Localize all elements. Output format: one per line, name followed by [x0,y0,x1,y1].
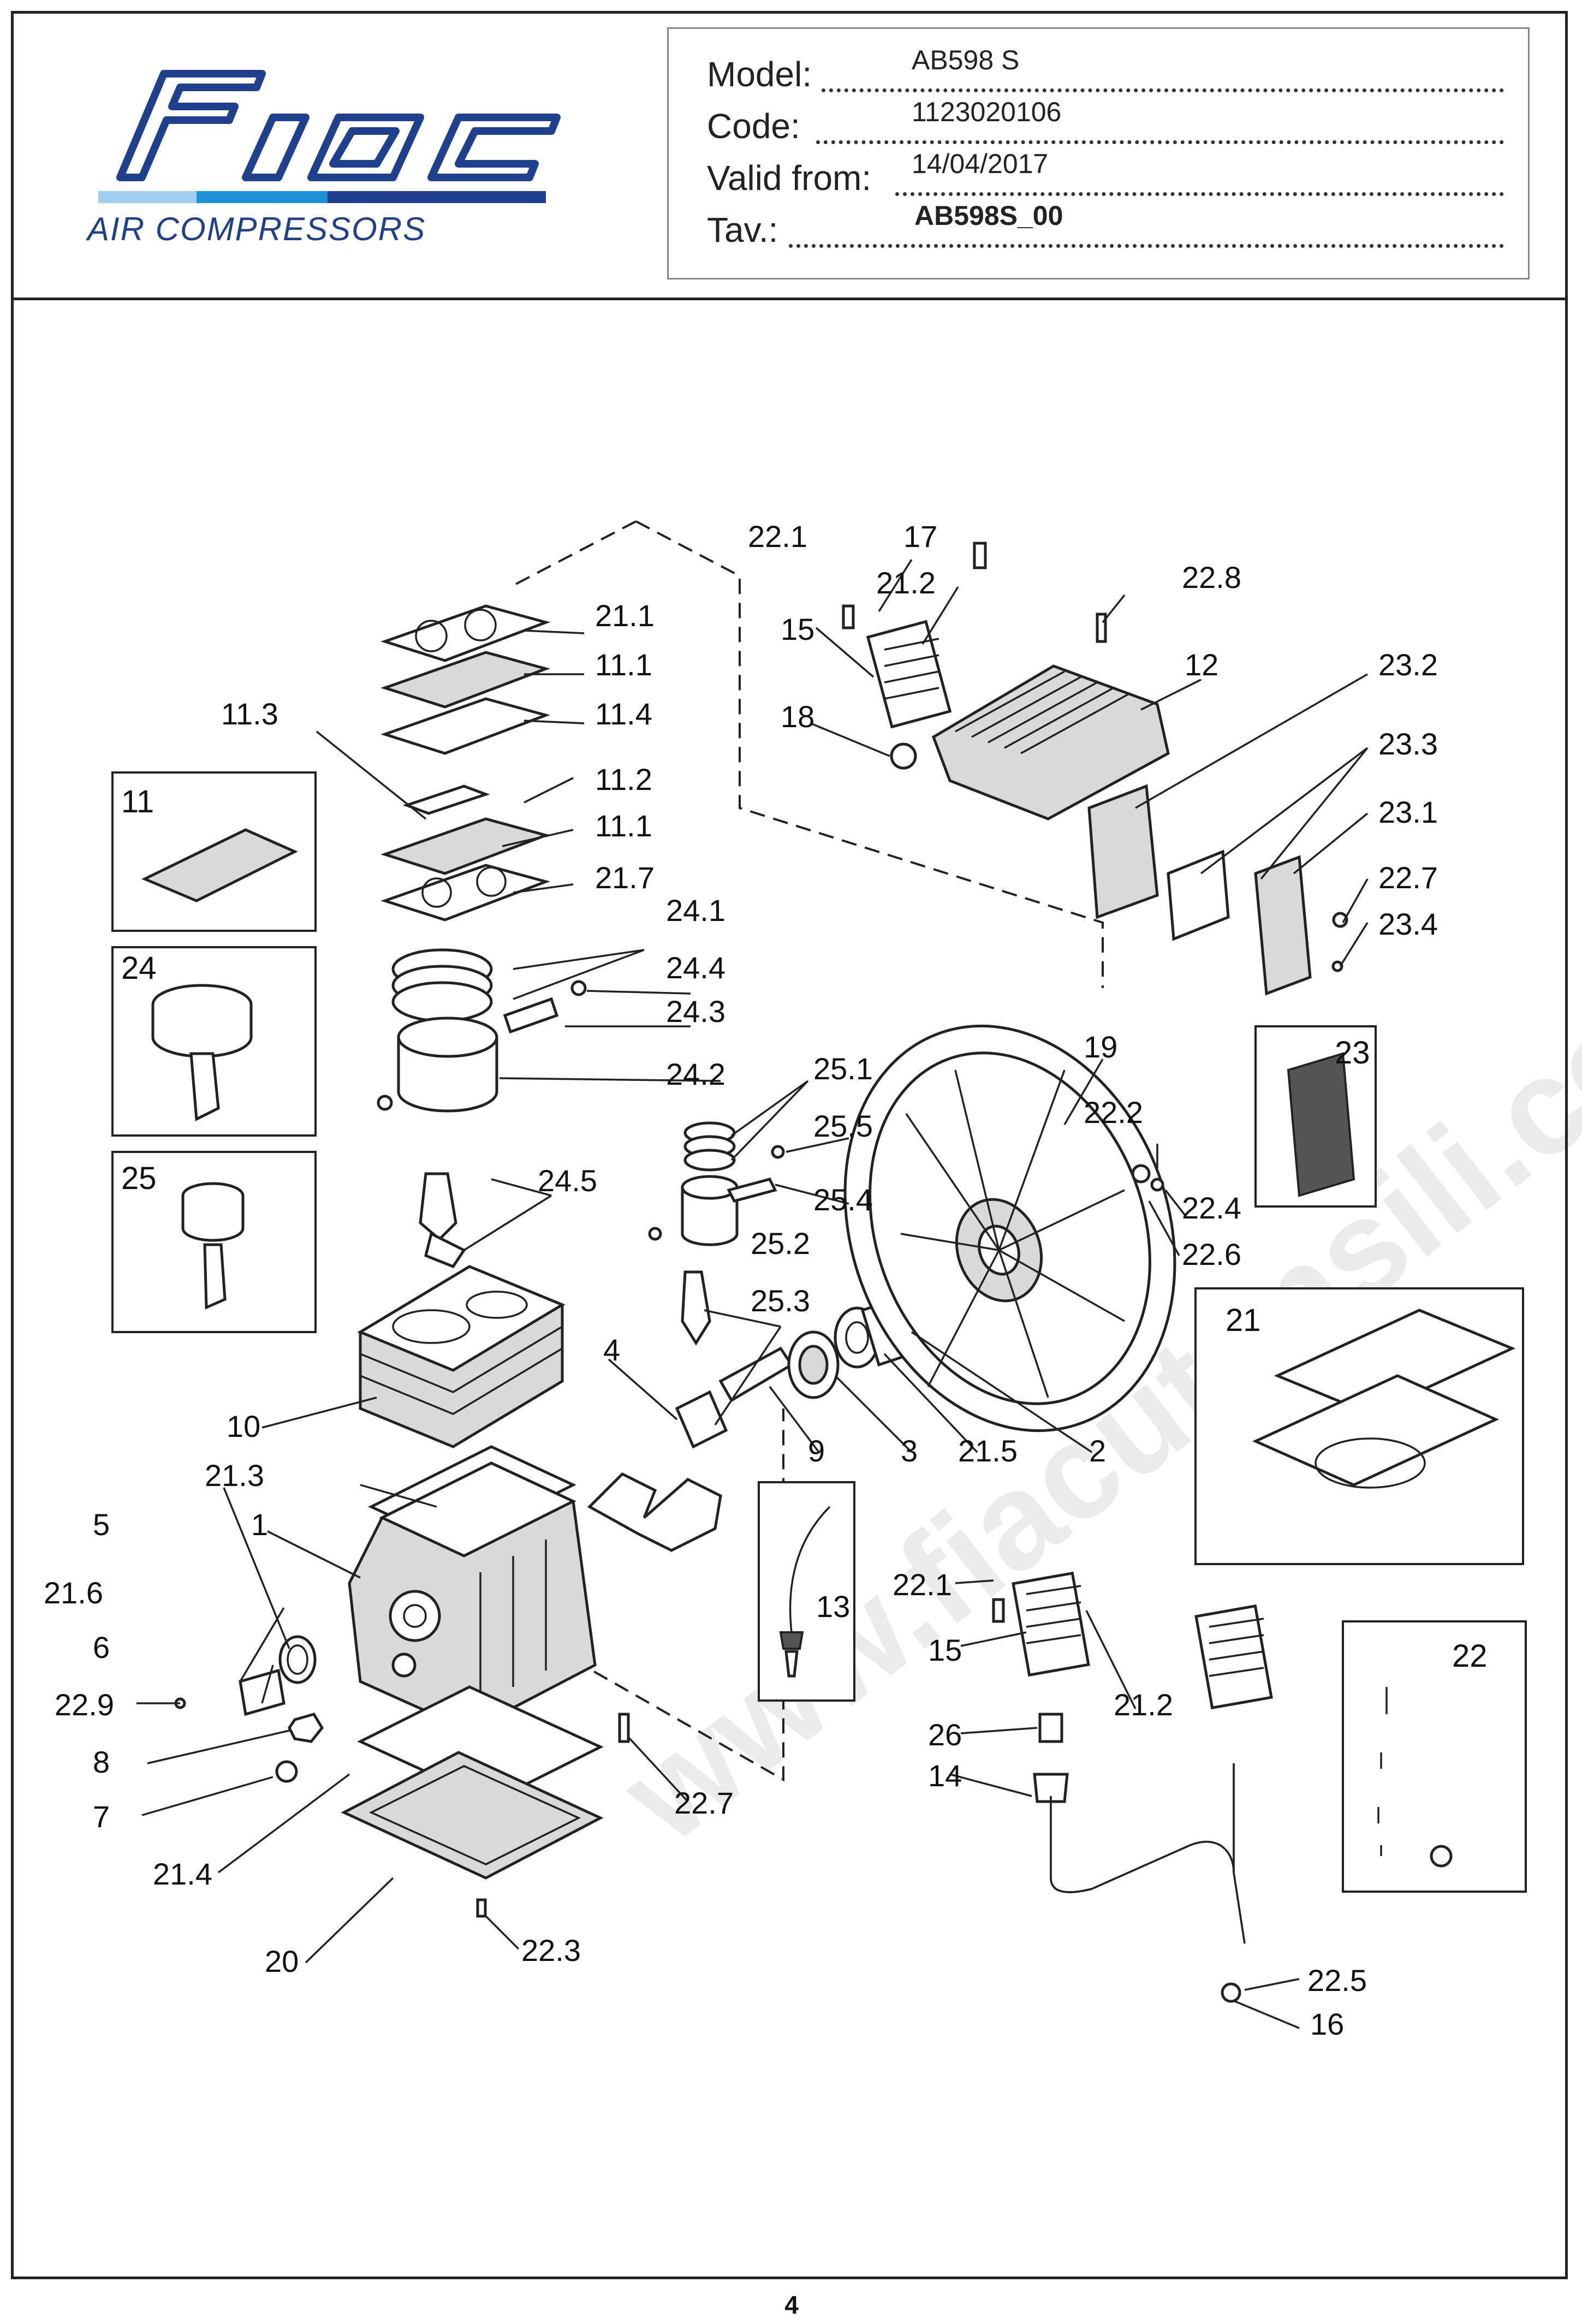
callout-19: 19 [1084,1030,1118,1064]
model-label: Model: [707,55,812,94]
valid-from-label: Valid from: [707,158,872,198]
document-info-box: Model: AB598 S Code: 1123020106 Valid fr… [667,27,1530,280]
callout-15-top: 15 [781,612,815,646]
callout-16: 16 [1310,2007,1345,2041]
callout-18: 18 [781,699,815,734]
callout-22-9: 22.9 [55,1687,114,1722]
page-frame [11,11,1568,2279]
callout-23-2: 23.2 [1378,647,1438,682]
callout-25-4: 25.4 [813,1182,873,1217]
valid-from-dots [895,192,1504,196]
callout-23-4: 23.4 [1378,907,1438,941]
callout-26: 26 [928,1717,962,1752]
callout-5: 5 [93,1507,110,1542]
tav-row: Tav.: AB598S_00 [707,200,1504,255]
callout-11-3: 11.3 [221,697,278,731]
callout-22-2: 22.2 [1084,1095,1143,1130]
callout-21-2-bottom: 21.2 [1114,1687,1173,1722]
model-value: AB598 S [912,45,1020,75]
callout-21-2-top: 21.2 [876,566,936,600]
callout-11-1-top: 11.1 [595,647,652,682]
callout-25-5: 25.5 [813,1109,873,1143]
callout-22-1-bottom: 22.1 [893,1567,952,1602]
model-row: Model: AB598 S [707,45,1504,100]
callout-22-7-bottom: 22.7 [674,1786,734,1820]
callout-11-4: 11.4 [595,697,652,731]
callout-6: 6 [93,1630,110,1665]
page-number: 4 [784,2291,799,2319]
valid-from-value: 14/04/2017 [912,148,1049,179]
callout-21-4: 21.4 [153,1857,212,1891]
callout-10: 10 [227,1409,261,1443]
callout-8: 8 [93,1745,110,1779]
logo-tagline: AIR COMPRESSORS [86,211,426,247]
callout-1: 1 [251,1507,269,1542]
callout-17: 17 [903,519,938,554]
callout-9: 9 [808,1434,825,1468]
callout-22-5: 22.5 [1307,1963,1367,1998]
callout-22-6: 22.6 [1182,1237,1241,1271]
callout-11-1-bottom: 11.1 [595,809,652,843]
callout-25-3: 25.3 [751,1283,810,1318]
callout-11-2: 11.2 [595,762,652,797]
tav-value: AB598S_00 [914,200,1063,231]
callout-24-4: 24.4 [666,950,725,985]
callout-21-5: 21.5 [958,1434,1018,1468]
callout-22-7-top: 22.7 [1378,860,1438,895]
inset-label-21: 21 [1226,1303,1261,1338]
code-value: 1123020106 [912,97,1062,127]
tav-label: Tav.: [707,210,778,249]
callout-21-7: 21.7 [595,860,655,895]
inset-label-25: 25 [121,1161,157,1196]
code-row: Code: 1123020106 [707,97,1504,152]
code-label: Code: [707,106,800,146]
callout-7: 7 [93,1799,110,1834]
callout-2: 2 [1089,1434,1107,1468]
callout-25-1: 25.1 [813,1051,873,1086]
callout-25-2: 25.2 [751,1226,810,1261]
inset-label-23: 23 [1335,1035,1370,1071]
callout-22-3: 22.3 [521,1933,581,1968]
inset-label-22: 22 [1452,1638,1488,1674]
callout-22-4: 22.4 [1182,1191,1241,1225]
callout-22-1-top: 22.1 [748,519,807,554]
callout-4: 4 [603,1333,621,1367]
model-dots [822,88,1504,92]
code-dots [816,140,1504,144]
callout-12: 12 [1185,647,1219,682]
callout-21-1: 21.1 [595,598,655,633]
valid-from-row: Valid from: 14/04/2017 [707,148,1504,204]
callout-24-3: 24.3 [666,994,725,1029]
callout-23-3: 23.3 [1378,727,1438,761]
callout-15-bottom: 15 [928,1633,962,1667]
callout-24-5: 24.5 [538,1163,597,1198]
callout-14: 14 [928,1758,962,1793]
inset-label-24: 24 [121,950,157,986]
callout-21-6: 21.6 [44,1576,103,1610]
callout-13: 13 [816,1589,851,1624]
callout-21-3: 21.3 [205,1458,264,1493]
callout-23-1: 23.1 [1378,795,1438,829]
callout-24-1: 24.1 [666,893,725,928]
callout-3: 3 [901,1434,918,1468]
fiac-logo: AIR COMPRESSORS [82,52,573,259]
header-divider [11,298,1568,300]
callout-22-8: 22.8 [1182,560,1241,595]
inset-label-11: 11 [121,784,154,819]
callout-24-2: 24.2 [666,1057,725,1091]
tav-dots [789,244,1504,248]
callout-20: 20 [265,1944,299,1978]
